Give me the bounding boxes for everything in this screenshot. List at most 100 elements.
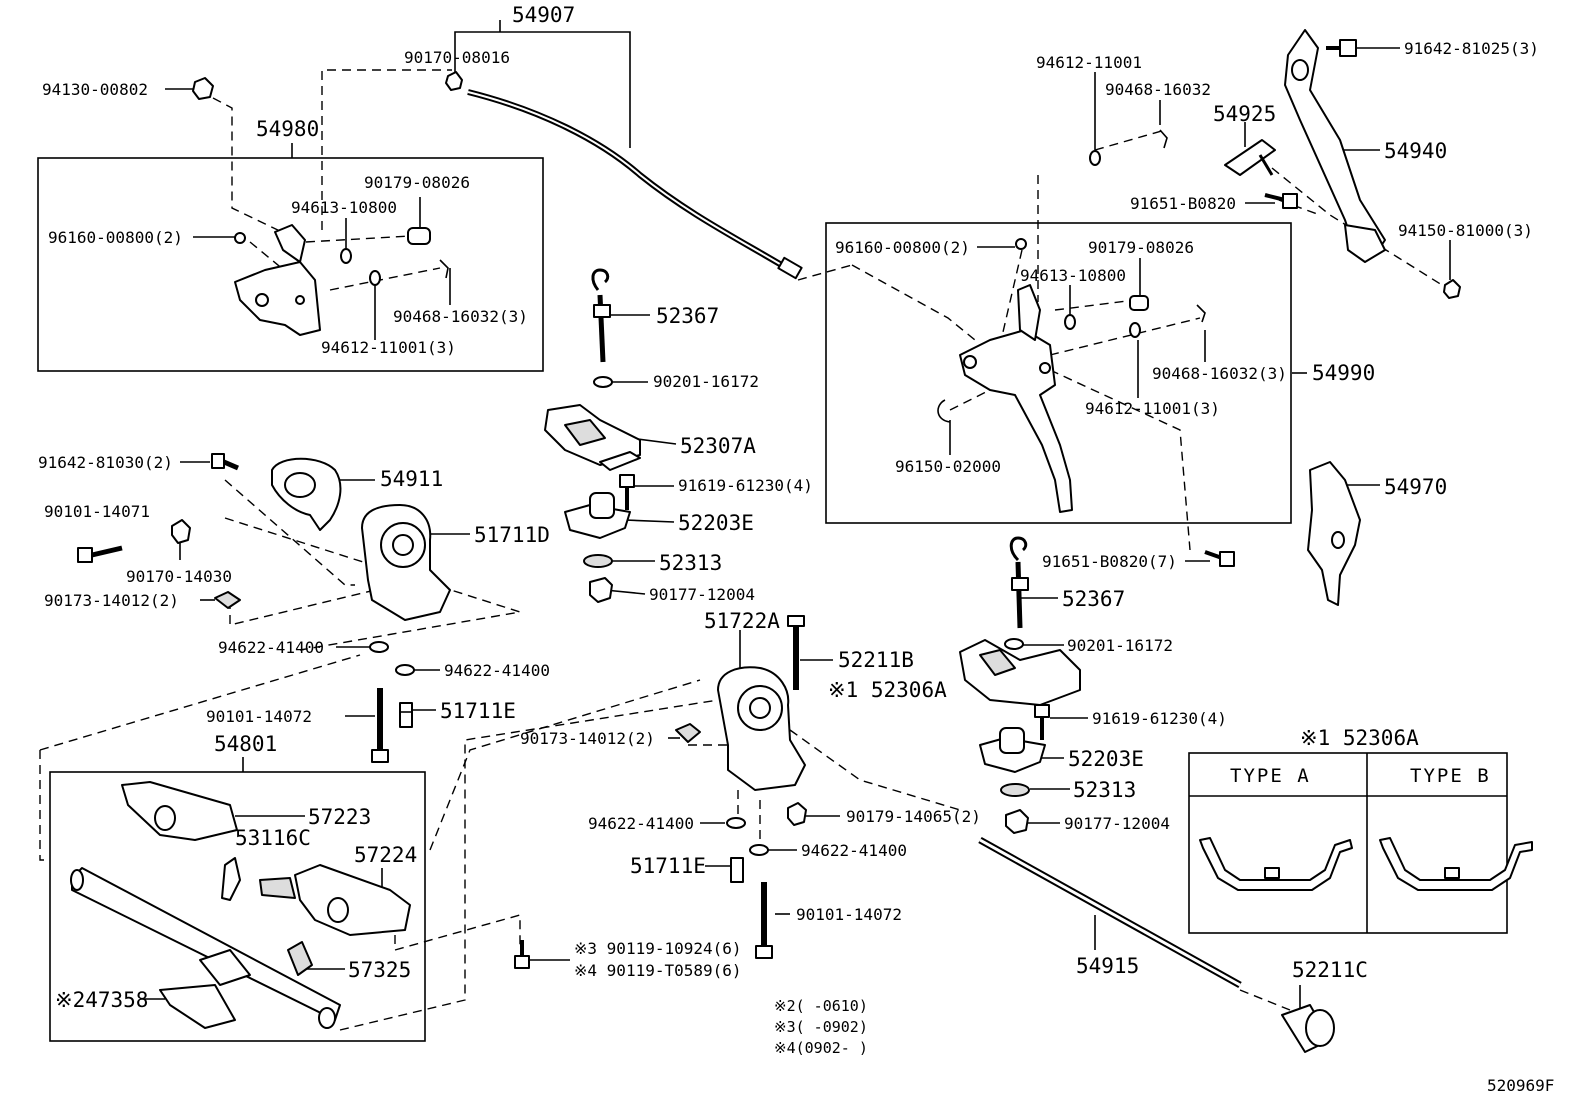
nut-90177	[589, 577, 613, 603]
label-54907: 54907	[512, 3, 575, 27]
bolt-52211B	[787, 615, 805, 690]
nut-icon	[171, 519, 191, 544]
bracket-54970	[1307, 461, 1361, 606]
legend-type-box	[1188, 752, 1508, 934]
type-b-drawing	[1379, 837, 1533, 891]
nut-icon	[192, 77, 214, 100]
label-94622-41400-c: 94622-41400	[588, 814, 694, 833]
bolt-icon	[1264, 193, 1298, 209]
label-96160-00800-left: 96160-00800(2)	[48, 228, 183, 247]
label-57223: 57223	[308, 805, 371, 829]
label-54801: 54801	[214, 732, 277, 756]
label-90201-16172-a: 90201-16172	[653, 372, 759, 391]
washer-icon	[395, 664, 415, 676]
bolt-icon	[211, 453, 239, 471]
label-52367-a: 52367	[656, 304, 719, 328]
label-52211B: 52211B	[838, 648, 914, 672]
dashed-guide-lines	[39, 69, 1451, 1031]
label-94622-41400-b: 94622-41400	[444, 661, 550, 680]
bracket-54980	[234, 224, 449, 336]
label-52367-b: 52367	[1062, 587, 1125, 611]
washer-icon	[1089, 150, 1101, 166]
note-3: ※3( -0902)	[774, 1018, 868, 1036]
label-90177-12004-b: 90177-12004	[1064, 814, 1170, 833]
bracket-54990	[937, 238, 1206, 513]
label-90170-14030: 90170-14030	[126, 567, 232, 586]
nut-90177-b	[1005, 809, 1029, 834]
washer-icon	[749, 844, 769, 856]
label-96160-00800-right: 96160-00800(2)	[835, 238, 970, 257]
washer-icon	[726, 817, 746, 829]
legend-title: ※1 52306A	[1300, 726, 1419, 750]
label-90468-16032-right: 90468-16032	[1105, 80, 1211, 99]
label-94612-11001-right: 94612-11001	[1036, 53, 1142, 72]
label-94612-11001-3-left: 94612-11001(3)	[321, 338, 456, 357]
mount-51722A	[717, 666, 806, 791]
mount-52203E-b	[979, 727, 1046, 773]
bushing-52211C	[1281, 1004, 1335, 1053]
label-54915: 54915	[1076, 954, 1139, 978]
label-54940: 54940	[1384, 139, 1447, 163]
label-47358: ※247358	[55, 988, 148, 1012]
bracket-54940	[1284, 29, 1386, 263]
label-52211C: 52211C	[1292, 958, 1368, 982]
nut-icon	[787, 802, 807, 826]
label-90179-08026-left: 90179-08026	[364, 173, 470, 192]
label-90170-08016: 90170-08016	[404, 48, 510, 67]
label-96150-02000: 96150-02000	[895, 457, 1001, 476]
bolt-51711E	[399, 702, 413, 728]
nut-icon	[445, 71, 463, 91]
bolt-icon	[1326, 39, 1357, 57]
label-94622-41400-d: 94622-41400	[801, 841, 907, 860]
bolt-icon	[1204, 550, 1235, 567]
hook-52367-b	[1009, 536, 1029, 629]
label-52313-a: 52313	[659, 551, 722, 575]
label-57224: 57224	[354, 843, 417, 867]
label-54911: 54911	[380, 467, 443, 491]
bracket-54925	[1224, 139, 1276, 176]
bolt-icon	[619, 474, 635, 510]
bolt-90101-14072-b	[755, 882, 773, 959]
label-91651-B0820-7: 91651-B0820(7)	[1042, 552, 1177, 571]
cover-54911	[271, 457, 342, 531]
label-51711E-a: 51711E	[440, 699, 516, 723]
label-90119-T0589: ※4 90119-T0589(6)	[574, 961, 742, 980]
label-51711D: 51711D	[474, 523, 550, 547]
label-52203E-a: 52203E	[678, 511, 754, 535]
bolt-icon	[77, 545, 123, 563]
label-94150-81000: 94150-81000(3)	[1398, 221, 1533, 240]
hook-52367	[591, 268, 611, 363]
bolt-90101-14072	[371, 688, 389, 763]
label-91642-81025: 91642-81025(3)	[1404, 39, 1539, 58]
label-90101-14071: 90101-14071	[44, 502, 150, 521]
label-52307A: 52307A	[680, 434, 756, 458]
label-90119-10924: ※3 90119-10924(6)	[574, 939, 742, 958]
label-53116C: 53116C	[235, 826, 311, 850]
rod-54915	[978, 836, 1242, 989]
label-90101-14072-b: 90101-14072	[796, 905, 902, 924]
washer-icon	[1004, 638, 1024, 650]
label-90179-08026-right: 90179-08026	[1088, 238, 1194, 257]
label-90173-14012-a: 90173-14012(2)	[44, 591, 179, 610]
label-94613-10800-left: 94613-10800	[291, 198, 397, 217]
label-51711E-b: 51711E	[630, 854, 706, 878]
mount-52203E-a	[564, 492, 631, 539]
label-94130-00802: 94130-00802	[42, 80, 148, 99]
label-54925: 54925	[1213, 102, 1276, 126]
label-91642-81030: 91642-81030(2)	[38, 453, 173, 472]
label-90468-16032-3-right: 90468-16032(3)	[1152, 364, 1287, 383]
label-54990: 54990	[1312, 361, 1375, 385]
bolt-icon	[514, 940, 530, 969]
label-54970: 54970	[1384, 475, 1447, 499]
bolt-icon	[1034, 704, 1050, 740]
washer-icon	[369, 641, 389, 653]
label-90468-16032-3-left: 90468-16032(3)	[393, 307, 528, 326]
washer-52313-b	[1000, 783, 1030, 797]
label-94622-41400-a: 94622-41400	[218, 638, 324, 657]
label-51722A: 51722A	[704, 609, 780, 633]
box-54990	[825, 222, 1292, 524]
label-52306A: ※1 52306A	[828, 678, 947, 702]
label-91619-61230-b: 91619-61230(4)	[1092, 709, 1227, 728]
bracket-52306A	[959, 639, 1081, 706]
